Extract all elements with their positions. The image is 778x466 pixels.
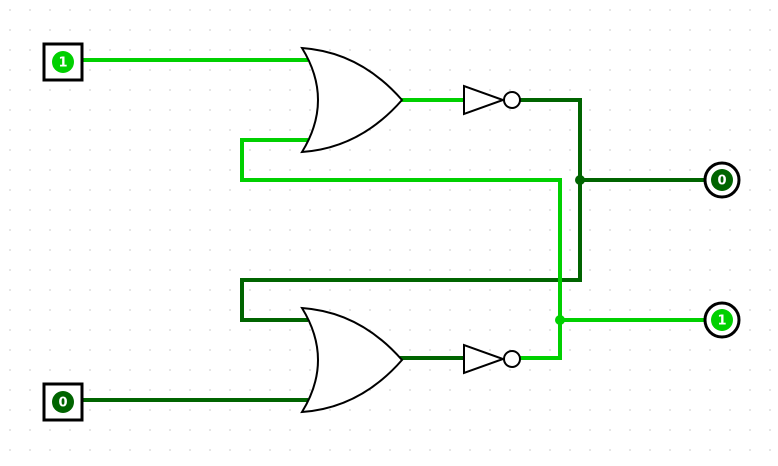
output-pin-bottom-value: 1 — [717, 314, 726, 329]
wire-feedback-low[interactable] — [240, 178, 582, 322]
or-gate-bottom[interactable] — [300, 306, 404, 414]
or-gate-top[interactable] — [300, 46, 404, 154]
not-gate-top[interactable] — [463, 84, 521, 116]
wire-not-bottom-output[interactable] — [240, 138, 562, 360]
not-gate-bottom[interactable] — [463, 343, 521, 375]
output-pin-top: 0 — [703, 161, 741, 199]
wires — [80, 58, 708, 402]
input-pin-bottom-value: 0 — [58, 396, 67, 411]
input-pin-top[interactable]: 1 — [42, 42, 84, 82]
output-pin-bottom: 1 — [703, 301, 741, 339]
wire-not-top-output[interactable] — [518, 98, 708, 182]
junction-dot-bottom — [555, 315, 565, 325]
input-pin-bottom[interactable]: 0 — [42, 382, 84, 422]
output-pin-top-value: 0 — [717, 174, 726, 189]
junction-dot-top — [575, 175, 585, 185]
input-pin-top-value: 1 — [58, 56, 67, 71]
